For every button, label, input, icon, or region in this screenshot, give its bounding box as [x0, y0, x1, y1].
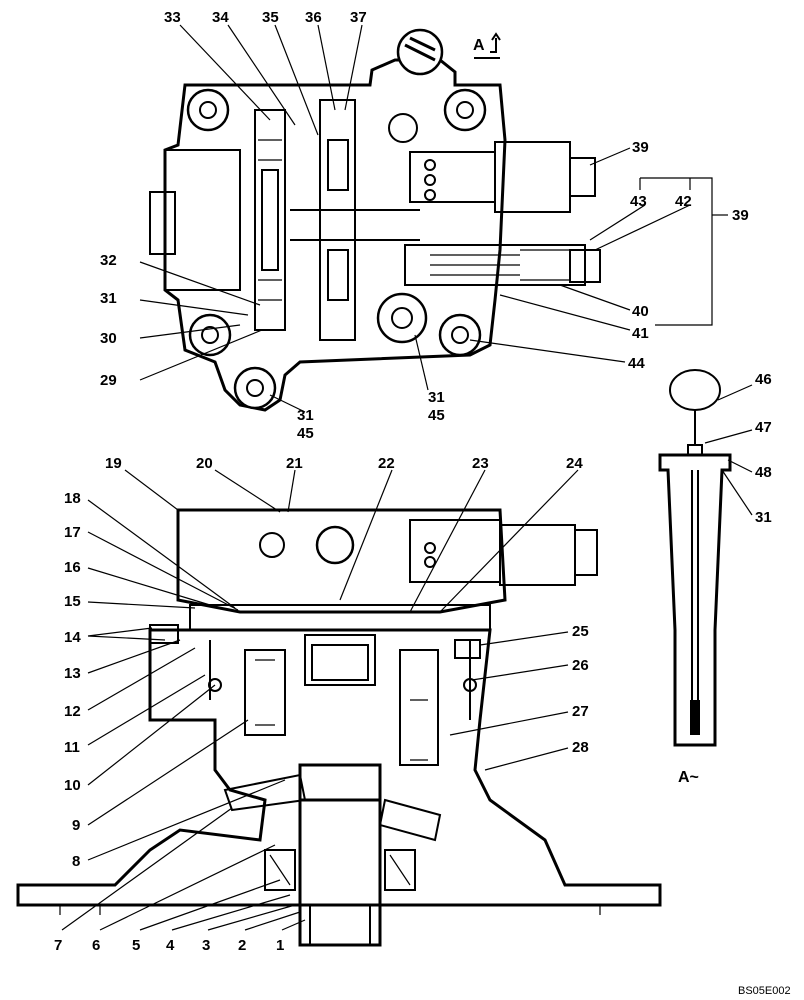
callout-20: 20 [196, 455, 213, 472]
callout-32: 32 [100, 252, 117, 269]
callout-10: 10 [64, 777, 81, 794]
callout-2: 2 [238, 937, 246, 954]
view-a-arrow: A [473, 32, 501, 59]
callout-25: 25 [572, 623, 589, 640]
callout-9: 9 [72, 817, 80, 834]
callout-48: 48 [755, 464, 772, 481]
view-a-letter: A [473, 37, 485, 54]
callout-29: 29 [100, 372, 117, 389]
callout-4: 4 [166, 937, 175, 954]
callout-45-b: 45 [428, 407, 445, 424]
callout-37: 37 [350, 9, 367, 26]
callout-8: 8 [72, 853, 80, 870]
callout-44: 44 [628, 355, 645, 372]
leader-lines [61, 24, 753, 931]
callout-15: 15 [64, 593, 81, 610]
callout-31-a: 31 [100, 290, 117, 307]
callout-17: 17 [64, 524, 81, 541]
callout-7: 7 [54, 937, 62, 954]
callout-47: 47 [755, 419, 772, 436]
callout-35: 35 [262, 9, 279, 26]
callout-31-d: 31 [755, 509, 772, 526]
callout-39-bracket: 39 [732, 207, 749, 224]
callout-18: 18 [64, 490, 81, 507]
callout-11: 11 [64, 739, 80, 756]
callout-33: 33 [164, 9, 181, 26]
callout-5: 5 [132, 937, 140, 954]
callout-28: 28 [572, 739, 589, 756]
callout-16: 16 [64, 559, 81, 576]
drawing-code: BS05E002 [738, 985, 791, 997]
callout-30: 30 [100, 330, 117, 347]
callout-41: 41 [632, 325, 649, 342]
callout-26: 26 [572, 657, 589, 674]
callout-27: 27 [572, 703, 589, 720]
callout-21: 21 [286, 455, 303, 472]
callout-12: 12 [64, 703, 81, 720]
view-a-caption: A~ [678, 769, 699, 786]
callout-42: 42 [675, 193, 692, 210]
dipstick-view-a [658, 369, 732, 747]
callout-23: 23 [472, 455, 489, 472]
callout-1: 1 [276, 937, 284, 954]
callout-6: 6 [92, 937, 100, 954]
callout-14: 14 [64, 629, 81, 646]
callout-36: 36 [305, 9, 322, 26]
callout-31-c: 31 [297, 407, 314, 424]
callout-39-top: 39 [632, 139, 649, 156]
callout-46: 46 [755, 371, 772, 388]
callout-13: 13 [64, 665, 81, 682]
callout-24: 24 [566, 455, 583, 472]
callout-19: 19 [105, 455, 122, 472]
callout-34: 34 [212, 9, 229, 26]
callout-40: 40 [632, 303, 649, 320]
callout-3: 3 [202, 937, 210, 954]
callout-labels: 33 34 35 36 37 39 43 42 39 32 31 30 29 4… [54, 9, 772, 954]
callout-22: 22 [378, 455, 395, 472]
top-view-valve-block [149, 28, 601, 412]
callout-31-b: 31 [428, 389, 445, 406]
callout-43: 43 [630, 193, 647, 210]
callout-45-c: 45 [297, 425, 314, 442]
section-view-motor [16, 508, 662, 947]
